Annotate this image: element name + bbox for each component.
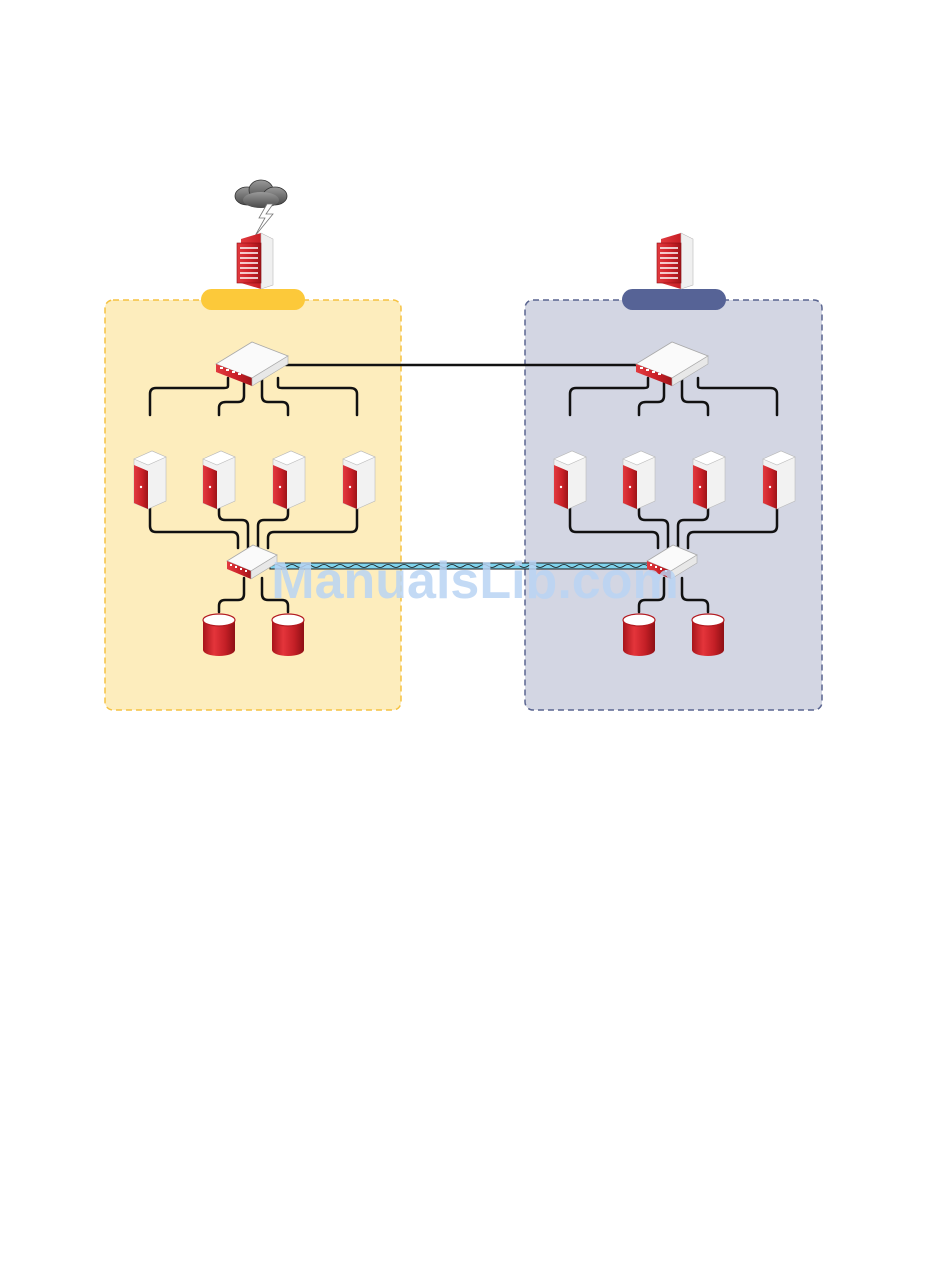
site-a-label-pill: [201, 289, 305, 310]
building-icon: [657, 233, 693, 289]
storage-icon: [692, 614, 724, 656]
building-icon: [237, 233, 273, 289]
server-icon: [273, 451, 305, 509]
cloud-lightning-icon: [235, 180, 287, 236]
storage-icon: [203, 614, 235, 656]
server-icon: [763, 451, 795, 509]
server-icon: [554, 451, 586, 509]
server-icon: [623, 451, 655, 509]
server-icon: [693, 451, 725, 509]
site-b-label-pill: [622, 289, 726, 310]
server-icon: [134, 451, 166, 509]
server-icon: [343, 451, 375, 509]
storage-icon: [623, 614, 655, 656]
watermark-text: ManualsLib.com: [271, 552, 678, 610]
storage-icon: [272, 614, 304, 656]
server-icon: [203, 451, 235, 509]
